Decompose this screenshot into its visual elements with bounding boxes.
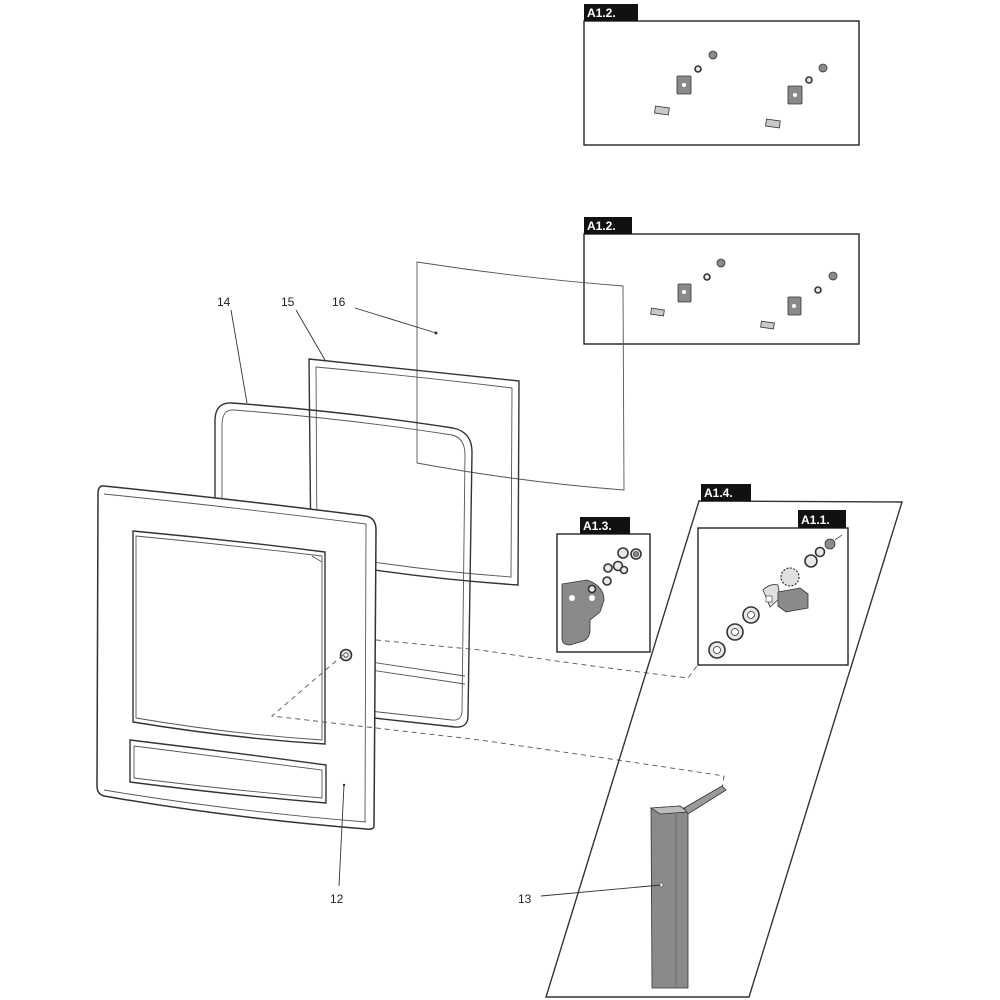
mech-washer-hole [731,628,739,636]
dashed-path-handle [270,654,725,791]
nut [708,50,718,60]
mech-washer-hole [747,611,755,619]
hinge-hole [793,93,797,97]
detail-tag-background [584,4,638,21]
assembly-paths [270,639,725,791]
hinge-hole [682,83,686,87]
leader-door [338,784,345,887]
nut [716,258,726,268]
callout-labels: 14 15 16 12 13 [217,295,532,906]
detail-box-frame [583,233,860,345]
latch-hole [589,595,595,601]
detail-tag-handle-mechanism: A1.1. [801,513,830,527]
detail-tag-hinge-middle: A1.2. [587,219,616,233]
latch-hole [569,595,575,601]
nut [828,271,838,281]
hinge-pin [765,118,781,129]
mech-washer-hole [713,646,721,654]
door-edge-right [364,523,367,823]
dashed-path-mechanism [375,639,701,679]
door-air-slot-inner [133,745,323,799]
nut [818,63,828,73]
gasket-inner [221,409,466,721]
detail-box-hinge-middle: A1.2. [583,217,860,345]
door-edge-top [103,493,367,525]
detail-tag-handle-assembly: A1.4. [704,486,733,500]
callout-handle: 13 [518,892,532,906]
washer [814,286,822,294]
detail-box-frame [583,20,860,146]
door-handle [649,785,727,989]
latch-washer [602,576,612,586]
leader-glass [354,307,437,334]
handle-assembly-panel [545,500,903,998]
hinge-parts-right [760,271,838,330]
detail-box-handle-mechanism: A1.1. [697,510,849,666]
hinge-parts-left [650,258,726,317]
detail-tag-background [798,510,846,528]
callout-gasket: 14 [217,295,231,309]
door-edge-bottom [103,789,367,823]
detail-tag-latch: A1.3. [583,519,612,533]
detail-tag-background [580,517,630,534]
stove-door [96,485,377,830]
door-air-slot [129,739,327,804]
callout-door: 12 [330,892,344,906]
door-window-corner [311,555,323,563]
door-handle-hole [343,652,349,658]
washer [703,273,711,281]
detail-box-latch: A1.3. [556,517,651,653]
door-window-inner [135,535,323,741]
leader-handle [540,884,662,897]
detail-box-handle-assembly: A1.4. [545,484,903,998]
mech-latch-block [777,587,809,613]
detail-tag-background [701,484,751,501]
latch-washer [587,584,597,594]
mech-nut [824,538,836,550]
callout-frame: 15 [281,295,295,309]
latch-washer [617,547,629,559]
hinge-hole [792,304,796,308]
washer [694,65,702,73]
detail-tag-hinge-top: A1.2. [587,6,616,20]
mech-spring [780,567,800,587]
leader-frame [295,309,326,361]
mech-square-hole [765,595,773,603]
mech-washer [804,554,818,568]
mech-washer [814,546,826,558]
mech-axis [834,534,843,541]
door-outer [96,485,377,830]
hinge-pin [654,105,670,116]
hinge-pin [760,320,775,330]
door-window-opening [132,530,326,745]
handle-shaft [683,785,727,815]
washer [805,76,813,84]
callout-glass: 16 [332,295,346,309]
latch-washer [619,565,629,575]
leader-gasket [230,309,248,404]
hinge-parts-left [654,50,718,116]
detail-tag-background [584,217,632,234]
hinge-hole [682,290,686,294]
latch-washer [603,563,613,573]
hinge-parts-right [765,63,828,129]
gasket-outer [214,402,473,728]
detail-box-hinge-top: A1.2. [583,4,860,146]
handle-body [650,805,689,989]
latch-nut [633,551,639,557]
hinge-pin [650,307,665,317]
leader-lines [230,307,662,897]
